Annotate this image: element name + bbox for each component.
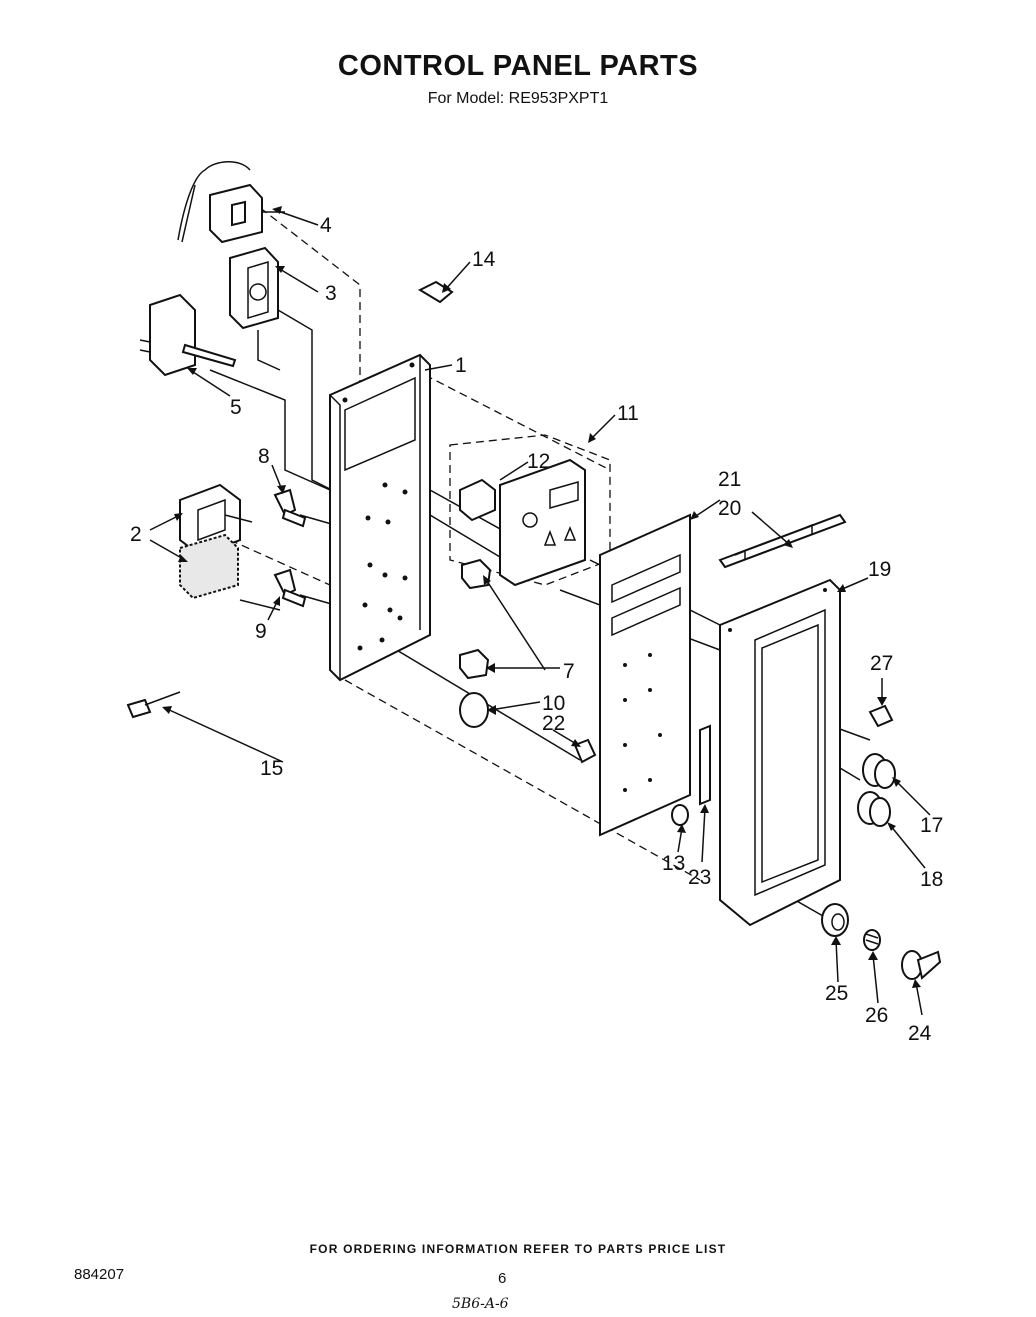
callout-label: 21 — [718, 468, 741, 491]
model-subtitle: For Model: RE953PXPT1 — [427, 90, 609, 107]
callout-label: 20 — [718, 497, 741, 520]
callout-label: 24 — [908, 1022, 932, 1045]
callout-labels: 1 2 3 4 5 7 8 9 10 11 12 13 14 15 17 18 … — [130, 214, 943, 1045]
part-2-switch — [179, 483, 253, 600]
panel-1-holes — [342, 362, 415, 651]
callout-label: 17 — [920, 814, 943, 837]
part-7-pushbuttons — [459, 558, 492, 680]
callout-label: 4 — [320, 214, 332, 237]
part-22-clip — [573, 738, 597, 764]
part-12-clip — [459, 478, 496, 522]
ordering-note: FOR ORDERING INFORMATION REFER TO PARTS … — [309, 1242, 727, 1256]
callout-label: 22 — [542, 712, 565, 735]
part-10-disc — [459, 692, 489, 728]
part-1-control-panel — [329, 353, 431, 682]
part-25-bezel — [821, 903, 849, 937]
callout-label: 13 — [662, 852, 685, 875]
callout-label: 26 — [865, 1004, 888, 1027]
part-14-clip — [417, 280, 454, 304]
part-20-bracket — [718, 513, 847, 569]
part-24-knob — [901, 950, 942, 980]
callout-label: 1 — [455, 354, 467, 377]
part-21-faceplate — [599, 513, 691, 837]
callout-label: 2 — [130, 523, 142, 546]
part-27-clip — [868, 704, 894, 728]
callout-label: 19 — [868, 558, 891, 581]
faceplate-21-holes — [623, 653, 662, 792]
callout-label: 27 — [870, 652, 893, 675]
part-3-timer-motor — [229, 246, 279, 330]
callout-label: 25 — [825, 982, 848, 1005]
page-title: CONTROL PANEL PARTS — [337, 50, 699, 82]
callout-label: 9 — [255, 620, 267, 643]
callout-label: 15 — [260, 757, 283, 780]
page-number: 6 — [498, 1270, 507, 1287]
callout-label: 5 — [230, 396, 242, 419]
part-5-switch — [139, 293, 237, 377]
callout-label: 11 — [617, 402, 639, 425]
part-9-switch — [273, 568, 307, 608]
part-23-strip — [699, 724, 711, 806]
handwritten-code: 5B6-A-6 — [452, 1296, 509, 1312]
part-13-button — [671, 804, 689, 826]
callout-label: 23 — [688, 866, 711, 889]
part-11-electronic-control — [499, 458, 586, 587]
callout-label: 18 — [920, 868, 943, 891]
callout-label: 7 — [563, 660, 575, 683]
part-15-connector — [126, 691, 181, 719]
callout-leaders — [149, 206, 931, 1016]
part-26-spring — [863, 929, 881, 951]
callout-label: 10 — [542, 692, 565, 715]
part-17-knob — [862, 753, 896, 789]
callout-label: 12 — [527, 450, 550, 473]
part-8-switch — [273, 488, 307, 528]
part-18-knob — [857, 791, 891, 827]
part-4-thermostat — [177, 161, 285, 244]
callout-label: 8 — [258, 445, 270, 468]
part-19-frame — [719, 578, 841, 927]
callout-label: 3 — [325, 282, 337, 305]
document-number: 884207 — [74, 1266, 125, 1283]
callout-label: 14 — [472, 248, 496, 271]
